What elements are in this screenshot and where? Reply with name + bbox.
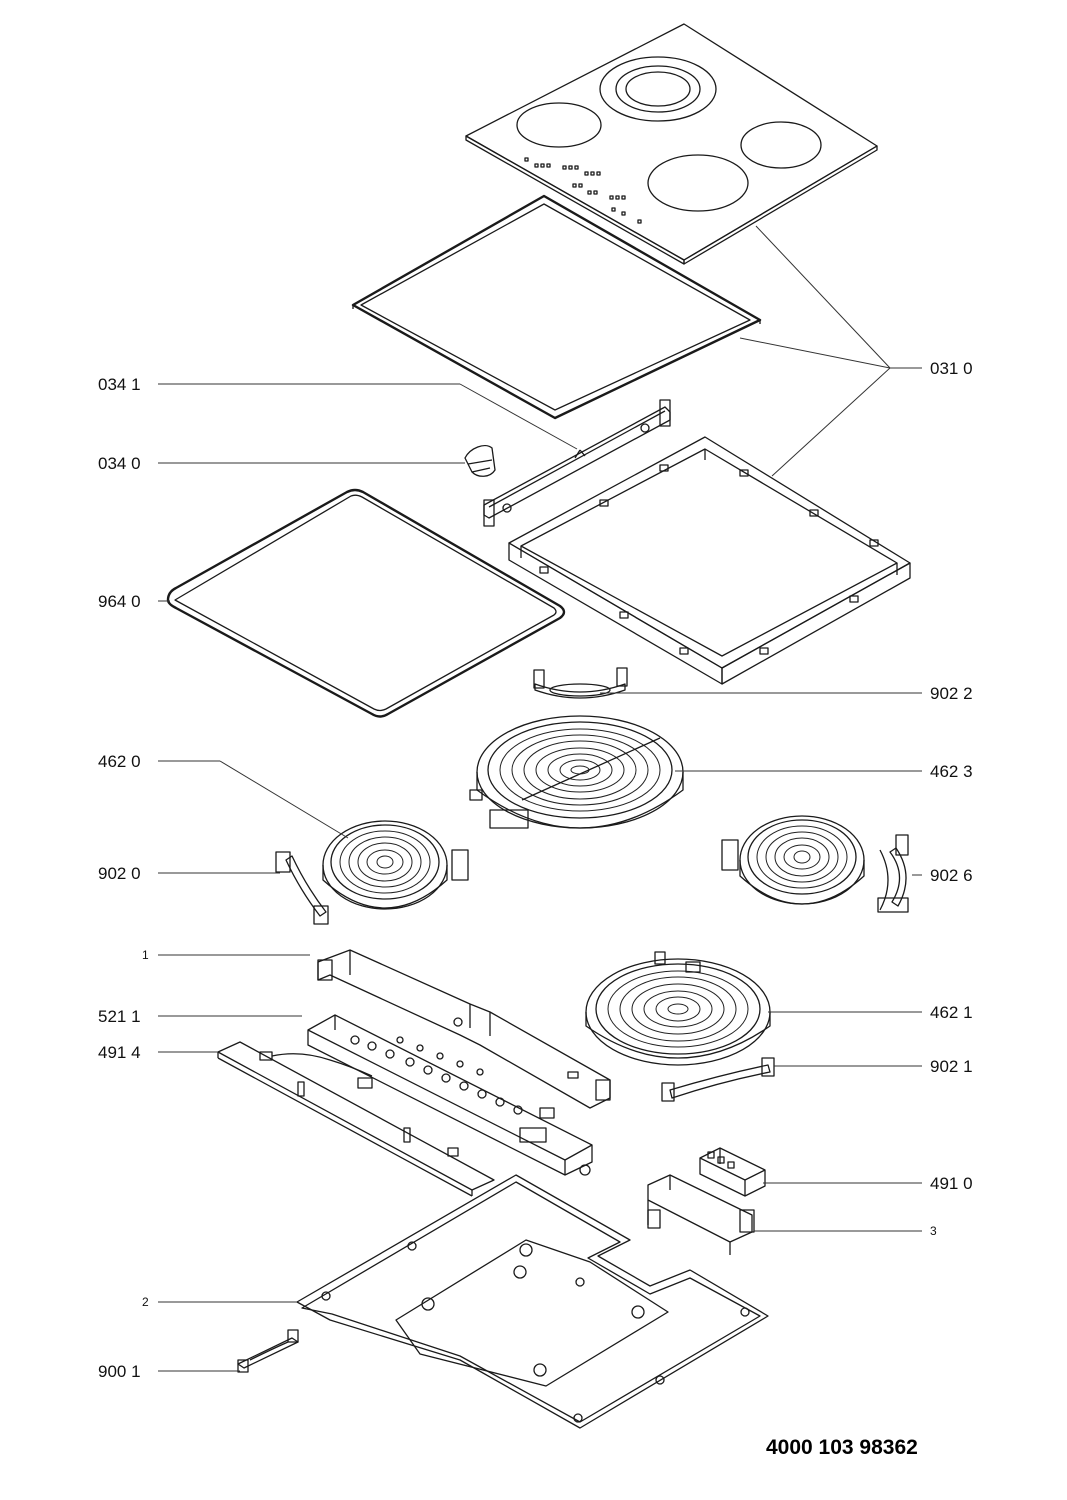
label-902-0: 902 0: [98, 864, 141, 883]
large-radiant-heater: [469, 715, 684, 829]
bottom-tray: [296, 1164, 769, 1429]
heater-bracket-bottom: [661, 1057, 775, 1102]
label-902-2: 902 2: [930, 684, 973, 703]
hob-frame: [508, 436, 911, 685]
electronics-cover: [317, 949, 611, 1109]
label-462-1: 462 1: [930, 1003, 973, 1022]
label-1: 1: [142, 948, 149, 962]
label-2: 2: [142, 1295, 149, 1309]
right-radiant-heater: [721, 815, 865, 905]
heater-bracket-top: [533, 667, 628, 699]
touch-controls-markings: [524, 157, 642, 224]
label-900-1: 900 1: [98, 1362, 141, 1381]
hob-gasket: [166, 488, 566, 718]
label-491-4: 491 4: [98, 1043, 141, 1062]
label-462-3: 462 3: [930, 762, 973, 781]
left-radiant-heater: [322, 820, 469, 910]
glass-gasket-frame: [351, 194, 762, 420]
label-034-0: 034 0: [98, 454, 141, 473]
heater-bracket-right: [877, 834, 909, 913]
label-964-0: 964 0: [98, 592, 141, 611]
ceramic-glass-top: [465, 23, 878, 265]
board-components: [350, 1035, 555, 1143]
bracket-rail: [483, 399, 671, 527]
connector-clip: [237, 1329, 299, 1373]
document-number: 4000 103 98362: [766, 1436, 918, 1459]
label-031-0: 031 0: [930, 359, 973, 378]
heater-bracket-left: [275, 851, 329, 925]
label-902-1: 902 1: [930, 1057, 973, 1076]
label-3: 3: [930, 1224, 937, 1238]
label-491-0: 491 0: [930, 1174, 973, 1193]
terminal-bracket: [647, 1174, 755, 1255]
control-support-strip: [217, 1041, 495, 1197]
control-electronics-board: [307, 1014, 593, 1176]
leader-lines: [158, 225, 922, 1372]
callout-labels: 031 0 034 1 034 0 964 0 902 2 462 0 462 …: [98, 359, 973, 1381]
spring-clip: [464, 444, 496, 477]
label-462-0: 462 0: [98, 752, 141, 771]
label-034-1: 034 1: [98, 375, 141, 394]
bottom-radiant-heater: [585, 951, 771, 1066]
label-521-1: 521 1: [98, 1007, 141, 1026]
terminal-block: [699, 1147, 766, 1197]
label-902-6: 902 6: [930, 866, 973, 885]
